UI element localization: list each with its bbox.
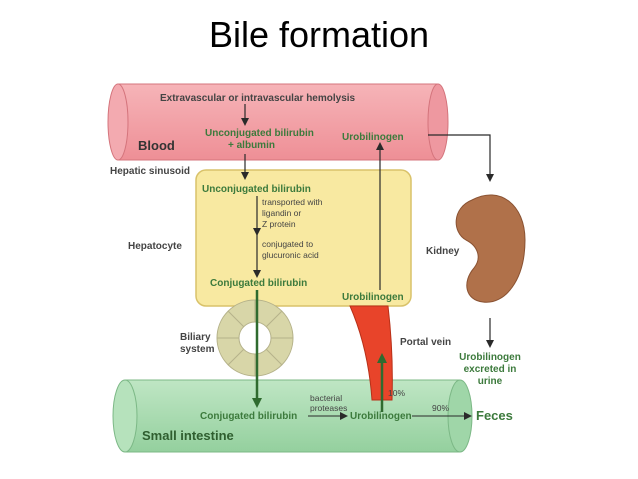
urobilinogen-blood-label: Urobilinogen	[342, 132, 404, 143]
bacterial-label-1: bacterial	[310, 393, 342, 403]
urobilinogen-hepatocyte-label: Urobilinogen	[342, 292, 404, 303]
albumin-label: + albumin	[228, 140, 275, 151]
conj-bilirubin-hepatocyte-label: Conjugated bilirubin	[210, 278, 307, 289]
blood-label: Blood	[138, 138, 175, 153]
unconj-bilirubin-blood-label: Unconjugated bilirubin	[205, 128, 314, 139]
pct-10-label: 10%	[388, 388, 405, 398]
kidney-label: Kidney	[426, 246, 460, 257]
hepatocyte-label: Hepatocyte	[128, 241, 182, 252]
small-intestine-label: Small intestine	[142, 428, 234, 443]
urine-label-2: excreted in	[464, 364, 517, 375]
page-title: Bile formation	[208, 14, 430, 55]
conj-bilirubin-intestine-label: Conjugated bilirubin	[200, 411, 297, 422]
hepatocyte-box	[195, 169, 412, 307]
transport-label-1: transported with	[262, 197, 323, 207]
portal-vein-label: Portal vein	[400, 337, 451, 348]
flow-arrows	[241, 104, 494, 420]
pct-90-label: 90%	[432, 403, 449, 413]
biliary-label-2: system	[180, 344, 215, 355]
unconj-bilirubin-hepatocyte-label: Unconjugated bilirubin	[202, 184, 311, 195]
conjugation-label-2: glucuronic acid	[262, 250, 319, 260]
feces-label: Feces	[476, 408, 513, 423]
urine-label-3: urine	[478, 376, 503, 387]
small-intestine-tube	[112, 379, 473, 453]
urobilinogen-intestine-label: Urobilinogen	[350, 411, 412, 422]
hemolysis-label: Extravascular or intravascular hemolysis	[160, 93, 356, 104]
kidney-icon	[455, 194, 526, 303]
transport-label-2: ligandin or	[262, 208, 301, 218]
blood-vessel	[107, 83, 449, 161]
urine-label-1: Urobilinogen	[459, 352, 521, 363]
transport-label-3: Z protein	[262, 219, 296, 229]
hepatic-sinusoid-label: Hepatic sinusoid	[110, 166, 190, 177]
biliary-label-1: Biliary	[180, 332, 211, 343]
bacterial-label-2: proteases	[310, 403, 347, 413]
biliary-system-ring	[216, 299, 294, 377]
conjugation-label-1: conjugated to	[262, 239, 313, 249]
